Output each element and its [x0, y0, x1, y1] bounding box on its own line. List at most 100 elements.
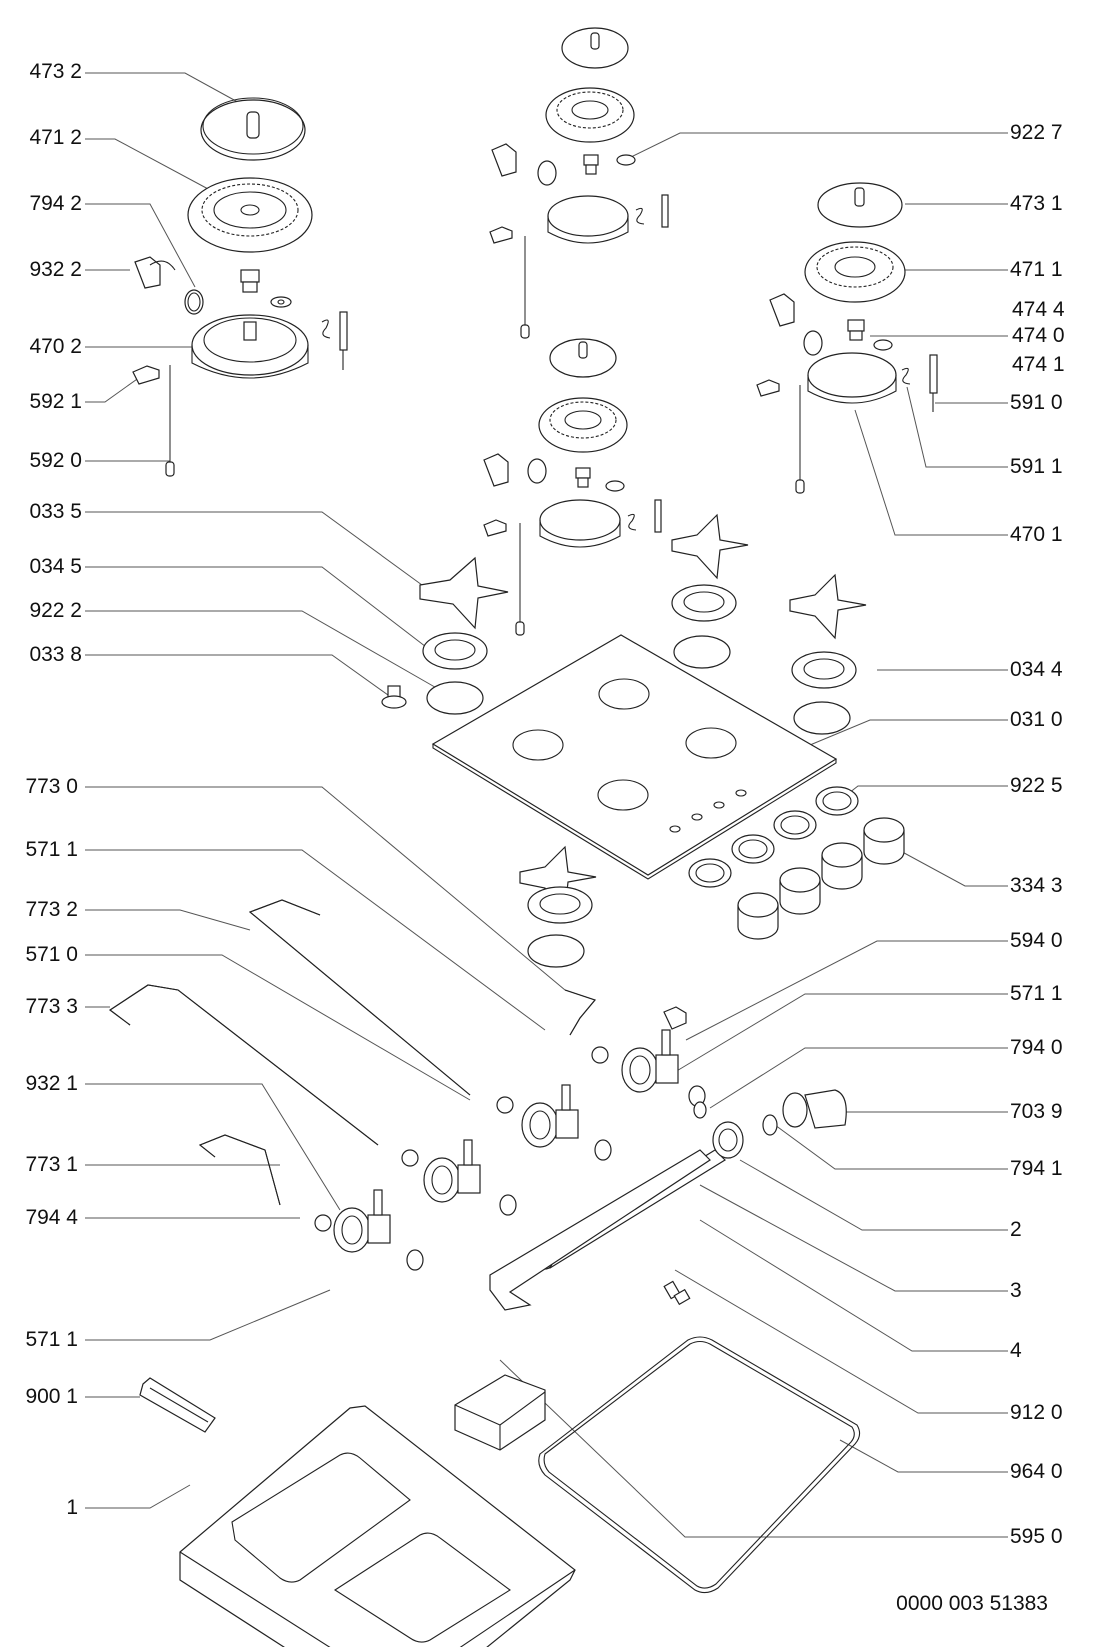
burner-crown-front [538, 397, 628, 453]
part-label: 034 5 [29, 555, 82, 578]
burner-base-right [807, 352, 897, 404]
burner-cap-left [200, 97, 306, 161]
burner-cap-right [817, 182, 903, 228]
burner-crown-rear [545, 87, 635, 143]
burner-cap-rear [561, 27, 629, 69]
knob-bezels [688, 786, 859, 888]
pan-support-centre [671, 513, 749, 580]
drawing-reference-number: 0000 003 51383 [896, 1592, 1048, 1615]
washer-794-1 [762, 1114, 778, 1136]
part-label: 595 0 [1010, 1525, 1063, 1548]
part-label: 703 9 [1010, 1100, 1063, 1123]
part-label: 794 2 [29, 192, 82, 215]
gas-pipe-773-1 [198, 1134, 281, 1206]
part-label: 031 0 [1010, 708, 1063, 731]
part-label: 470 2 [29, 335, 82, 358]
leader-lines-right [499, 132, 1008, 1538]
pan-support-left [419, 556, 509, 630]
hob-seal-964-0 [538, 1336, 861, 1594]
part-label: 794 4 [25, 1206, 78, 1229]
injector-front [575, 467, 625, 492]
gas-tap-2 [401, 1139, 517, 1216]
part-label: 592 1 [29, 390, 82, 413]
gas-tap-3 [496, 1084, 612, 1161]
washer-794-0 [693, 1101, 707, 1119]
screw-033-8 [381, 685, 407, 709]
thermocouple-front [483, 519, 525, 636]
electrode-right [901, 354, 938, 412]
part-label: 773 3 [25, 995, 78, 1018]
gas-pipe-773-0 [564, 989, 596, 1036]
burner-crown-right [804, 241, 906, 303]
part-label: 473 1 [1010, 192, 1063, 215]
part-label: 912 0 [1010, 1401, 1063, 1424]
part-label: 571 1 [1010, 982, 1063, 1005]
cover-ring-left [422, 632, 488, 670]
part-label: 474 0 [1012, 324, 1065, 347]
part-label: 794 0 [1010, 1036, 1063, 1059]
clip-left [134, 256, 176, 289]
gasket-ring-centre [673, 635, 731, 669]
part-label: 932 2 [29, 258, 82, 281]
thermocouple-left [132, 365, 175, 477]
injector-right [847, 319, 893, 351]
burner-cap-front [549, 338, 617, 378]
part-label: 591 0 [1010, 391, 1063, 414]
gas-pipe-773-3 [109, 984, 379, 1146]
seal-ring-rear [537, 160, 557, 186]
gasket-ring-right [793, 701, 851, 735]
part-label: 922 2 [29, 599, 82, 622]
part-label: 474 4 [1012, 298, 1065, 321]
gas-tap-4 [591, 1029, 706, 1107]
injector-left [240, 269, 292, 308]
part-label: 471 2 [29, 126, 82, 149]
clip-right [769, 293, 795, 327]
cover-ring-right [791, 651, 857, 689]
electrode-front [627, 499, 662, 533]
hob-top-plate [431, 634, 838, 880]
part-label: 2 [1010, 1218, 1022, 1241]
part-label: 571 1 [25, 1328, 78, 1351]
part-label: 591 1 [1010, 455, 1063, 478]
part-label: 1 [66, 1496, 78, 1519]
part-label: 932 1 [25, 1072, 78, 1095]
part-label: 474 1 [1012, 353, 1065, 376]
seal-ring-right [803, 330, 823, 356]
part-label: 594 0 [1010, 929, 1063, 952]
part-label: 964 0 [1010, 1460, 1063, 1483]
part-label: 3 [1010, 1279, 1022, 1302]
part-label: 334 3 [1010, 874, 1063, 897]
clip-front [483, 453, 509, 487]
bracket-900-1 [139, 1377, 216, 1433]
part-label: 900 1 [25, 1385, 78, 1408]
electrode-left [321, 311, 348, 370]
burner-base-rear [547, 195, 629, 244]
part-label: 773 2 [25, 898, 78, 921]
thermocouple-right [756, 379, 805, 494]
part-label: 773 0 [25, 775, 78, 798]
manifold-nut [712, 1121, 744, 1159]
gas-tap-1 [314, 1189, 424, 1271]
ignition-unit [454, 1374, 546, 1451]
part-label: 592 0 [29, 449, 82, 472]
part-label: 4 [1010, 1339, 1022, 1362]
part-label: 922 5 [1010, 774, 1063, 797]
pan-support-front [519, 845, 597, 912]
burner-crown-left [187, 177, 313, 253]
cover-ring-centre [671, 584, 737, 622]
control-knobs [737, 817, 905, 940]
part-label: 571 1 [25, 838, 78, 861]
clip-rear [491, 143, 517, 177]
leader-lines-left [85, 72, 566, 1509]
gas-pipe-773-2 [248, 899, 471, 1096]
gasket-ring-front [527, 934, 585, 968]
part-label: 571 0 [25, 943, 78, 966]
pan-support-right [789, 573, 867, 640]
base-tray [179, 1405, 576, 1647]
part-label: 033 8 [29, 643, 82, 666]
part-label: 033 5 [29, 500, 82, 523]
thermocouple-rear [489, 226, 530, 339]
injector-rear [583, 154, 636, 175]
burner-base-front [539, 499, 621, 548]
